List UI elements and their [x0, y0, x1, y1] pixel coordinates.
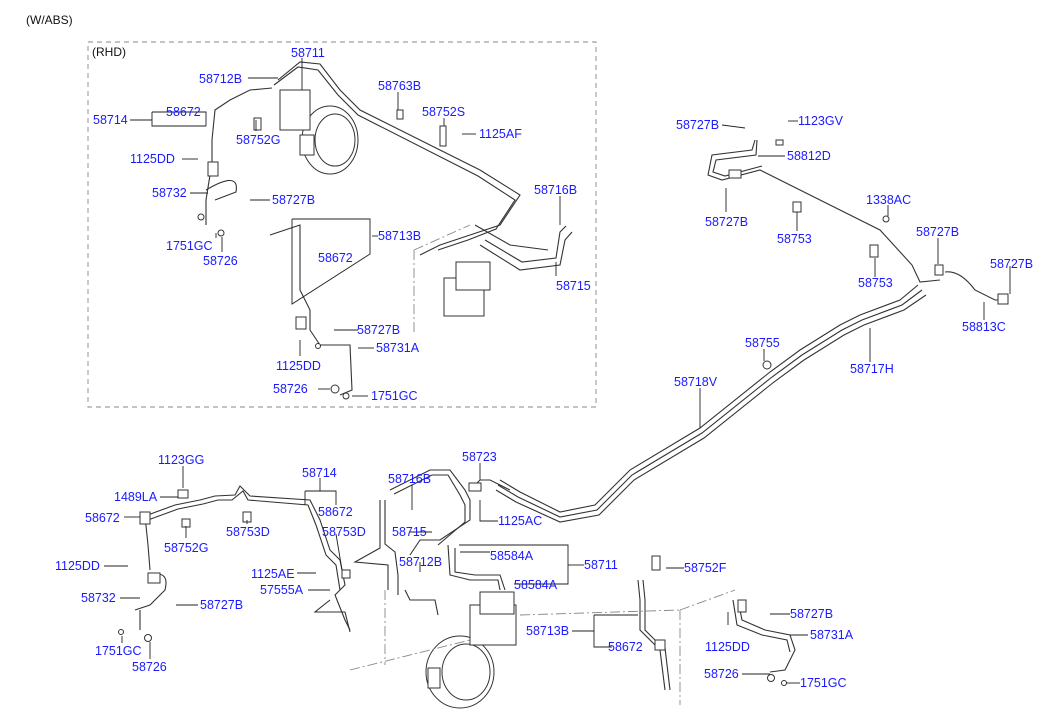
lhd-brake-booster	[425, 635, 495, 709]
label-1751GC-lhd-b: 1751GC	[800, 676, 847, 690]
label-58727B: 58727B	[272, 193, 315, 207]
label-58727B-lhd: 58727B	[200, 598, 243, 612]
rhd-inset-frame	[87, 41, 597, 408]
label-1125AC: 1125AC	[498, 514, 542, 528]
label-58584A-b: 58584A	[514, 578, 558, 592]
label-58727B-b: 58727B	[357, 323, 400, 337]
label-58726-lhd: 58726	[132, 660, 167, 674]
label-1125DD-lhd: 1125DD	[55, 559, 100, 573]
label-1125DD: 1125DD	[130, 152, 175, 166]
label-58714-lhd: 58714	[302, 466, 337, 480]
label-1123GG: 1123GG	[158, 453, 204, 467]
label-58763B: 58763B	[378, 79, 421, 93]
label-58726: 58726	[203, 254, 238, 268]
label-1123GV: 1123GV	[798, 114, 844, 128]
label-58732: 58732	[152, 186, 187, 200]
label-58752S: 58752S	[422, 105, 465, 119]
label-1338AC: 1338AC	[866, 193, 911, 207]
label-58718V: 58718V	[674, 375, 718, 389]
label-58752G: 58752G	[236, 133, 280, 147]
label-1489LA: 1489LA	[114, 490, 158, 504]
label-58713B: 58713B	[378, 229, 421, 243]
label-58755: 58755	[745, 336, 780, 350]
label-58715-lhd: 58715	[392, 525, 427, 539]
rear-fittings	[728, 139, 1009, 370]
label-58727B-lhd-b: 58727B	[790, 607, 833, 621]
label-58672-lhd-b: 58672	[318, 505, 353, 519]
label-58712B: 58712B	[199, 72, 242, 86]
lhd-abs-unit	[349, 589, 736, 705]
variant-title: (W/ABS)	[26, 13, 73, 27]
label-58712B-lhd: 58712B	[399, 555, 442, 569]
rhd-abs-unit	[413, 224, 491, 335]
label-58752F: 58752F	[684, 561, 727, 575]
label-58723: 58723	[462, 450, 497, 464]
label-58716B: 58716B	[534, 183, 577, 197]
label-58727B-rear-c: 58727B	[916, 225, 959, 239]
label-58584A-a: 58584A	[490, 549, 534, 563]
label-58813C: 58813C	[962, 320, 1006, 334]
rhd-leaders	[130, 58, 561, 397]
label-58727B-rear-d: 58727B	[990, 257, 1033, 271]
label-58672-lhd-a: 58672	[85, 511, 120, 525]
label-58717H: 58717H	[850, 362, 894, 376]
label-1751GC-lhd: 1751GC	[95, 644, 142, 658]
label-57555A: 57555A	[260, 583, 304, 597]
label-58727B-rear-a: 58727B	[676, 118, 719, 132]
label-58672-lhd-c: 58672	[608, 640, 643, 654]
label-58812D: 58812D	[787, 149, 831, 163]
lhd-leaders	[104, 463, 808, 684]
label-58726-b: 58726	[273, 382, 308, 396]
label-58715: 58715	[556, 279, 591, 293]
label-58726-lhd-b: 58726	[704, 667, 739, 681]
label-1125DD-b: 1125DD	[276, 359, 321, 373]
rhd-inset-title: (RHD)	[92, 45, 126, 59]
label-58727B-rear-b: 58727B	[705, 215, 748, 229]
label-1125AE: 1125AE	[251, 567, 295, 581]
lhd-brake-tubes	[134, 469, 796, 691]
label-58672-b: 58672	[318, 251, 353, 265]
label-1125DD-lhd-b: 1125DD	[705, 640, 750, 654]
rhd-brake-booster	[279, 89, 359, 175]
label-1751GC: 1751GC	[166, 239, 213, 253]
label-58753D-b: 58753D	[322, 525, 366, 539]
lhd-fittings	[118, 482, 787, 686]
label-1125AF: 1125AF	[479, 127, 522, 141]
label-58672: 58672	[166, 105, 201, 119]
rhd-brake-tubes	[205, 61, 573, 396]
label-1751GC-b: 1751GC	[371, 389, 418, 403]
label-58716B-lhd: 58716B	[388, 472, 431, 486]
label-58752G-lhd: 58752G	[164, 541, 208, 555]
label-58731A-lhd: 58731A	[810, 628, 854, 642]
label-58732-lhd: 58732	[81, 591, 116, 605]
rear-leaders	[699, 120, 1011, 428]
label-58713B-lhd: 58713B	[526, 624, 569, 638]
label-58753-b: 58753	[858, 276, 893, 290]
label-58753-a: 58753	[777, 232, 812, 246]
label-58711: 58711	[291, 46, 325, 60]
rhd-fittings	[197, 109, 447, 400]
label-58711-lhd: 58711	[584, 558, 618, 572]
rear-brake-tubes	[495, 139, 1005, 523]
label-58731A: 58731A	[376, 341, 420, 355]
label-58753D-a: 58753D	[226, 525, 270, 539]
label-58714: 58714	[93, 113, 128, 127]
